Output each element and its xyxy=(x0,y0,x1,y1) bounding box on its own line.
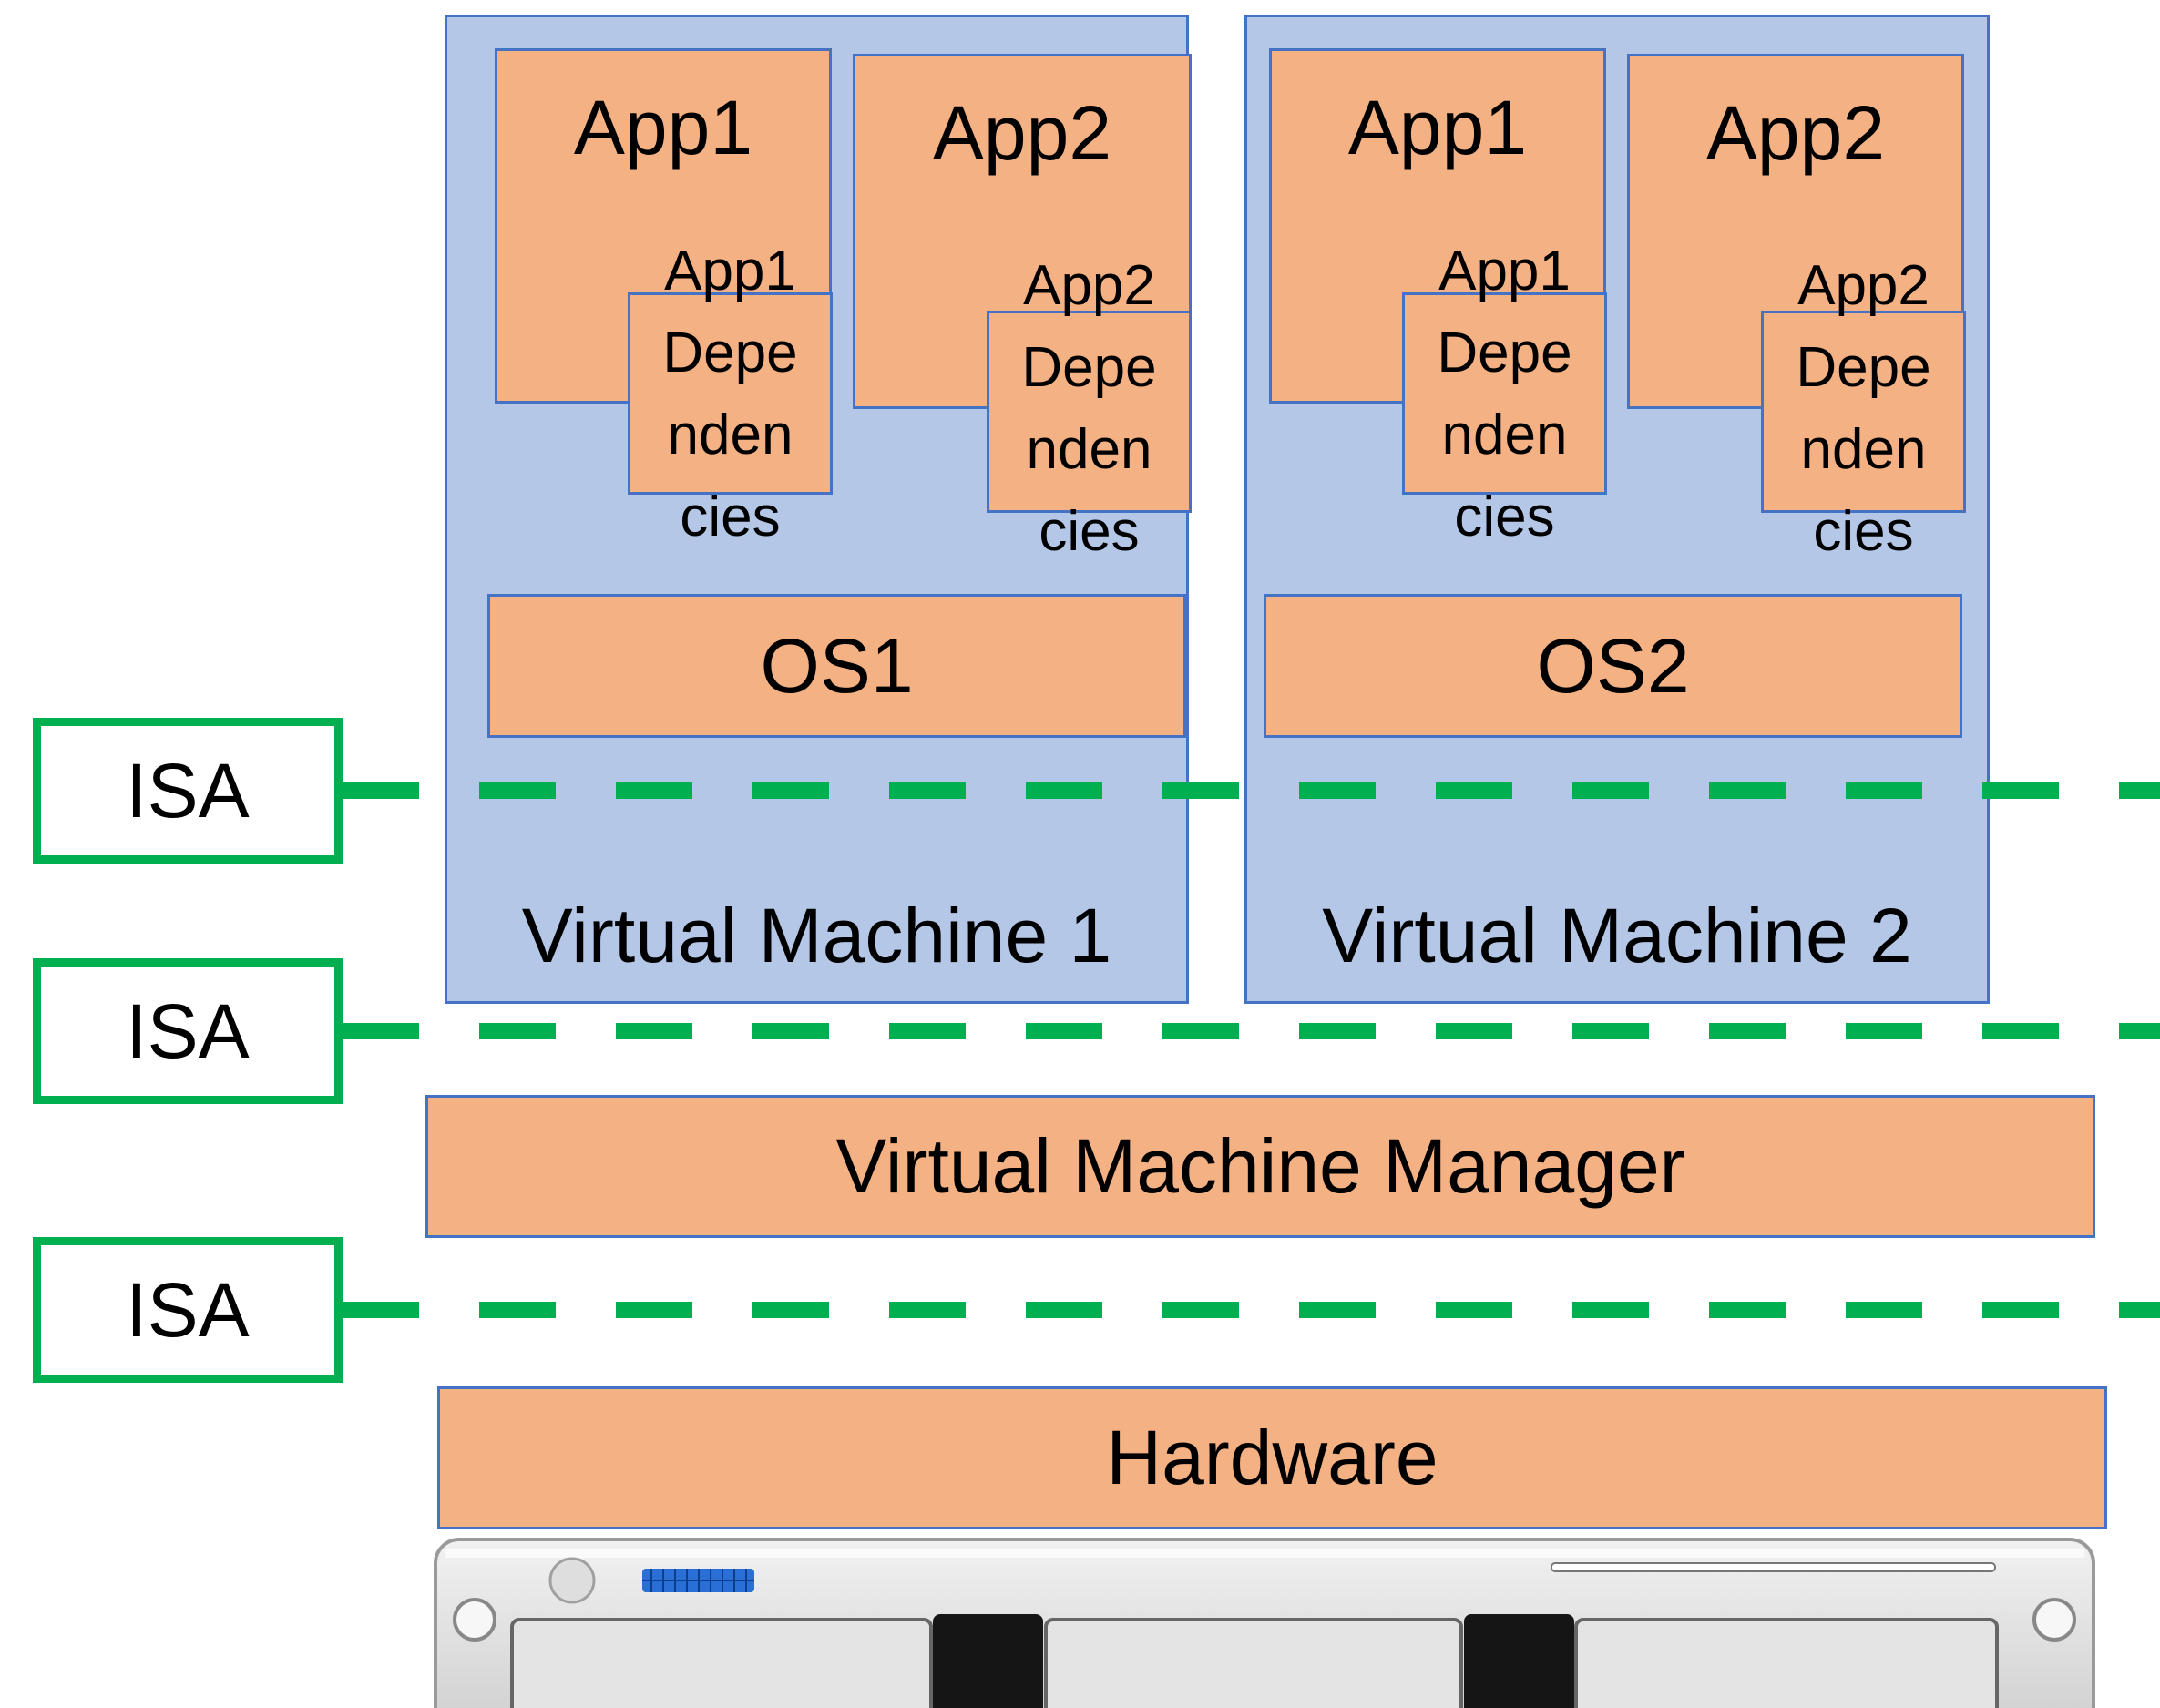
isa-box-middle: ISA xyxy=(33,958,343,1104)
virtual-machine-manager-box: Virtual Machine Manager xyxy=(425,1095,2095,1238)
vm1-app1-label: App1 xyxy=(573,85,753,170)
isa-box-bottom: ISA xyxy=(33,1237,343,1383)
server-rack-icon xyxy=(434,1538,2095,1708)
vm2-os-box: OS2 xyxy=(1264,594,1962,738)
virtual-machine-2: App1 App2 App1 Depe nden cies App2 Depe … xyxy=(1244,15,1990,1004)
vm1-app2-dependencies-line1: App2 xyxy=(1023,254,1155,317)
vm1-app2-label: App2 xyxy=(932,90,1112,176)
vm1-app2-dependencies-box xyxy=(987,311,1192,513)
vm1-app2-dependencies-line3: nden xyxy=(1026,418,1152,481)
hardware-box: Hardware xyxy=(437,1386,2107,1529)
vm2-app1-label: App1 xyxy=(1347,85,1528,170)
vm1-app1-dependencies-line2: Depe xyxy=(662,322,798,384)
vm1-app2-dependencies-line4: cies xyxy=(1039,500,1140,563)
vm2-app2-dependencies-line3: nden xyxy=(1800,418,1927,481)
vm1-app1-dependencies-box xyxy=(628,292,833,495)
vm2-app1-dependencies-line1: App1 xyxy=(1438,240,1571,302)
vm2-app1-dependencies-line4: cies xyxy=(1454,486,1555,548)
vm2-app2-label: App2 xyxy=(1705,90,1886,176)
vm2-app2-dependencies-line1: App2 xyxy=(1797,254,1930,317)
vm1-app1-dependencies-line4: cies xyxy=(680,486,781,548)
vm2-label: Virtual Machine 2 xyxy=(1322,893,1912,978)
vm2-app1-dependencies-line3: nden xyxy=(1441,404,1568,466)
vm1-app1-dependencies-line3: nden xyxy=(667,404,793,466)
vm2-app1-dependencies-box xyxy=(1402,292,1607,495)
vm2-app2-dependencies-line4: cies xyxy=(1813,500,1914,563)
vm2-app2-dependencies-box xyxy=(1761,311,1966,513)
vm1-label: Virtual Machine 1 xyxy=(521,893,1112,978)
vm1-os-box: OS1 xyxy=(487,594,1186,738)
vm1-app2-dependencies-line2: Depe xyxy=(1021,336,1157,399)
vm2-app2-dependencies-line2: Depe xyxy=(1796,336,1931,399)
vm1-app1-dependencies-line1: App1 xyxy=(664,240,796,302)
vm2-app1-dependencies-line2: Depe xyxy=(1437,322,1572,384)
virtual-machine-1: App1 App2 App1 Depe nden cies App2 Depe … xyxy=(445,15,1192,1004)
isa-box-top: ISA xyxy=(33,718,343,864)
